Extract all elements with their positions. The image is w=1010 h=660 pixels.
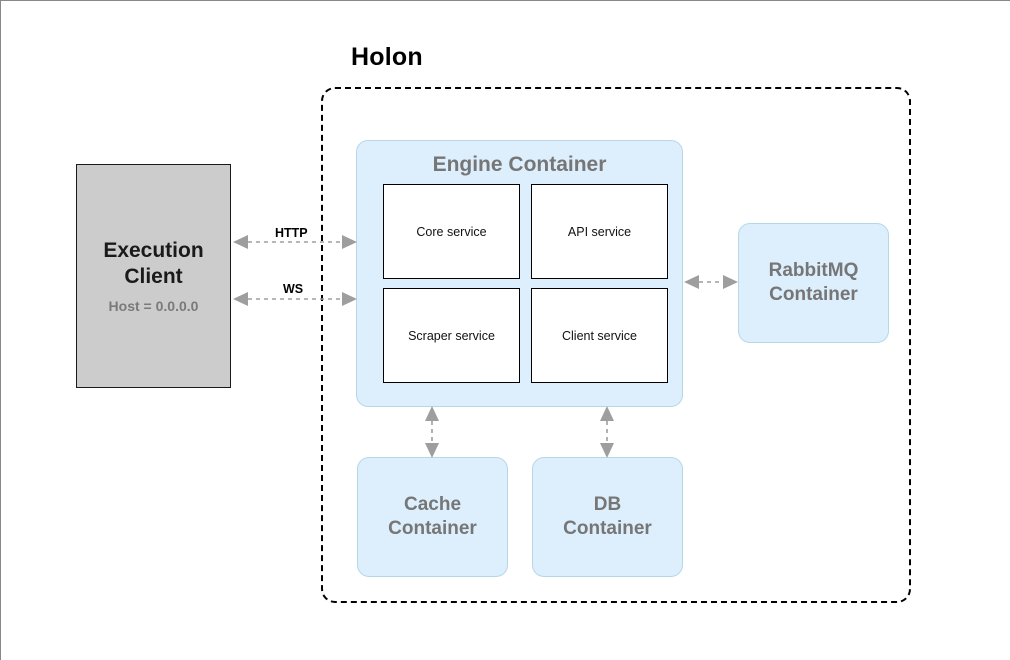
cache-container-label: Cache Container: [388, 493, 477, 542]
execution-client-host-label: Host = 0.0.0.0: [108, 298, 199, 315]
engine-service-grid: Core service API service Scraper service…: [383, 184, 668, 383]
service-box-client: Client service: [531, 288, 668, 383]
holon-boundary: [321, 87, 911, 603]
cache-label-line1: Cache: [403, 493, 462, 515]
db-label-line2: Container: [563, 518, 652, 539]
db-container-box: DB Container: [532, 457, 683, 577]
cache-label-line2: Container: [388, 518, 477, 539]
service-box-core: Core service: [383, 184, 520, 279]
execution-client-title: Execution Client: [103, 238, 203, 289]
connector-label-http: HTTP: [275, 226, 308, 240]
execution-client-box: Execution Client Host = 0.0.0.0: [76, 164, 231, 388]
service-box-scraper: Scraper service: [383, 288, 520, 383]
connector-label-ws: WS: [283, 282, 304, 296]
execution-client-title-line1: Execution: [103, 238, 204, 262]
execution-client-title-line2: Client: [124, 264, 183, 288]
holon-title: Holon: [351, 43, 423, 71]
engine-container-title: Engine Container: [432, 153, 607, 176]
engine-container-box: Engine Container Core service API servic…: [356, 140, 683, 407]
rabbitmq-label-line1: RabbitMQ: [768, 259, 859, 281]
db-container-label: DB Container: [563, 493, 652, 542]
rabbitmq-label-line2: Container: [769, 284, 858, 305]
cache-container-box: Cache Container: [357, 457, 508, 577]
db-label-line1: DB: [593, 493, 622, 515]
rabbitmq-container-label: RabbitMQ Container: [769, 259, 859, 308]
service-box-api: API service: [531, 184, 668, 279]
rabbitmq-container-box: RabbitMQ Container: [738, 223, 889, 343]
